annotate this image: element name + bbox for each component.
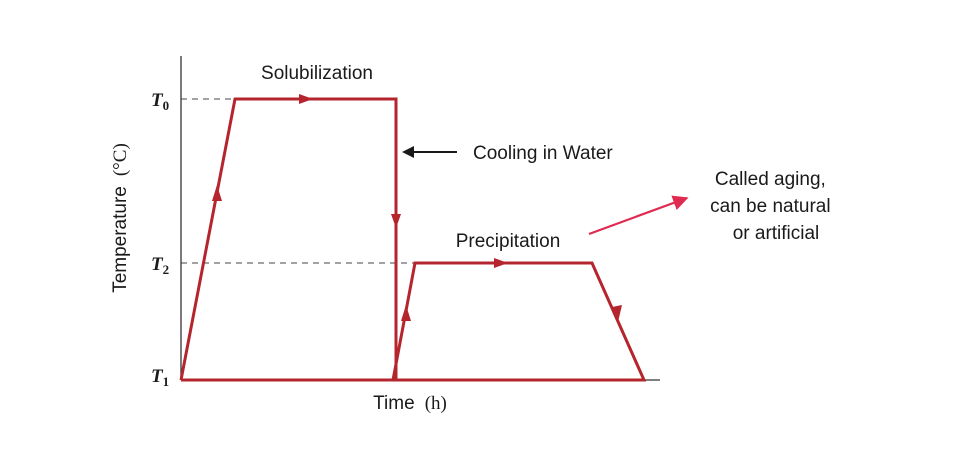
direction-arrow-cooling (391, 214, 401, 228)
tick-t1: T1 (151, 366, 169, 389)
direction-arrow-aging-cool (612, 305, 622, 322)
aging-note: Called aging, can be natural or artifici… (710, 169, 836, 244)
solubilization-label: Solubilization (261, 63, 373, 84)
direction-arrow-reheating (401, 305, 411, 321)
aging-note-line-1: Called aging, (715, 169, 826, 190)
aging-note-line-3: or artificial (733, 223, 820, 244)
aging-pointer-arrow (588, 195, 689, 236)
tick-t0: T0 (151, 90, 169, 113)
aging-note-line-2: can be natural (710, 196, 830, 217)
precipitation-profile (391, 261, 647, 382)
tick-t2: T2 (151, 254, 169, 277)
direction-arrow-heating (212, 185, 222, 201)
solubilization-profile (179, 97, 398, 382)
cooling-label: Cooling in Water (473, 143, 613, 164)
direction-arrow-aging-hold (494, 258, 508, 268)
x-axis-label: Time(h) (373, 393, 447, 414)
precipitation-label: Precipitation (456, 231, 561, 252)
direction-arrow-hold (299, 94, 313, 104)
y-axis-label: Temperature(°C) (110, 143, 131, 293)
cooling-arrow-head (402, 146, 414, 158)
